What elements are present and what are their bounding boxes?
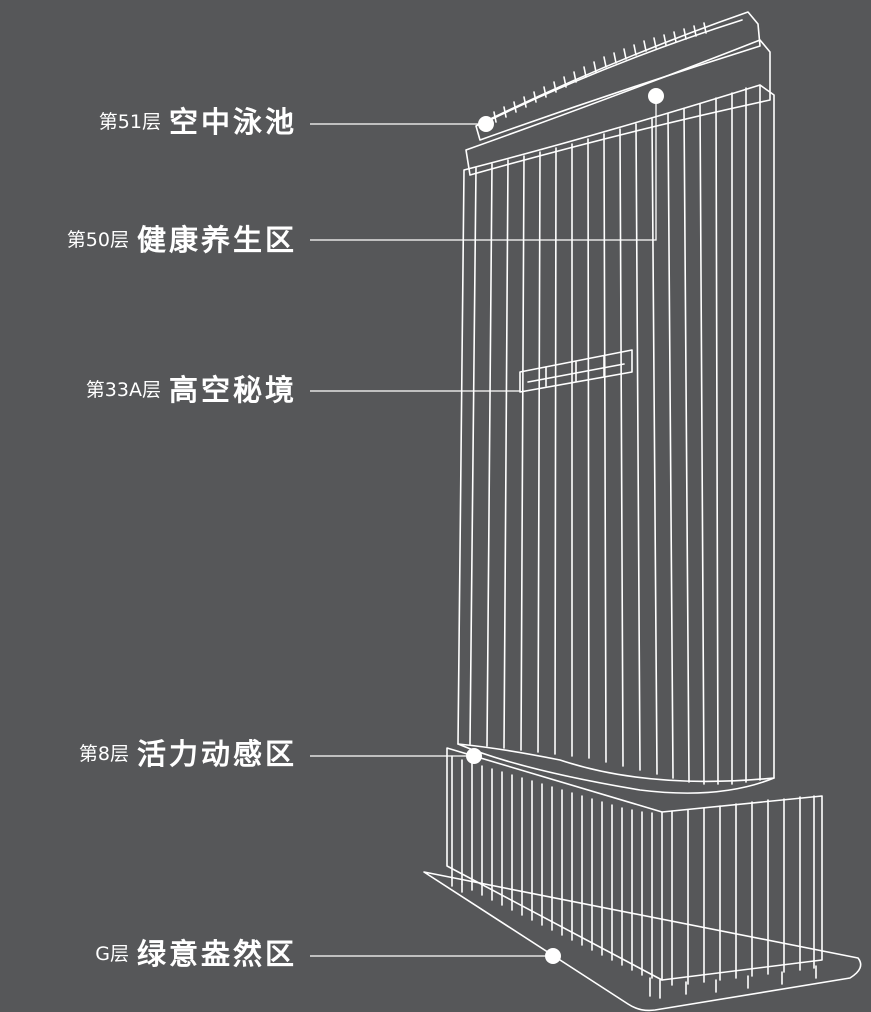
- marker-dot-g: [545, 948, 561, 964]
- podium-fins: [451, 755, 815, 986]
- zone-label: 绿意盎然区: [136, 937, 297, 971]
- callout-8: 第8层 活力动感区: [79, 732, 297, 772]
- marker-dot-8: [466, 748, 482, 764]
- podium-legs: [451, 877, 817, 999]
- sky-garden-opening: [519, 349, 633, 393]
- tower-crown: [465, 39, 771, 176]
- marker-dot-51: [478, 116, 494, 132]
- podium-roof: [446, 747, 823, 981]
- floor-label: 第33A层: [85, 378, 161, 401]
- ground-plate: [423, 871, 862, 1012]
- floor-label: 第8层: [78, 742, 129, 765]
- callout-50: 第50层 健康养生区: [67, 218, 297, 258]
- zone-label: 健康养生区: [136, 223, 297, 257]
- tower-fins: [469, 84, 761, 785]
- marker-dots: [466, 88, 664, 964]
- leader-lines: [310, 96, 657, 957]
- marker-dot-50: [648, 88, 664, 104]
- callout-33a: 第33A层 高空秘境: [86, 368, 297, 408]
- roof-grille: [493, 22, 707, 123]
- floor-label: 第51层: [98, 110, 161, 133]
- floor-label: 第50层: [66, 228, 129, 251]
- zone-label: 活力动感区: [136, 737, 297, 771]
- zone-label: 高空秘境: [168, 373, 297, 407]
- zone-label: 空中泳池: [168, 105, 297, 139]
- leader-line-50: [310, 96, 657, 241]
- callout-g: G层 绿意盎然区: [95, 932, 297, 972]
- floor-label: G层: [95, 942, 129, 965]
- tower-line-drawing: [423, 11, 862, 1012]
- callout-51: 第51层 空中泳池: [99, 100, 297, 140]
